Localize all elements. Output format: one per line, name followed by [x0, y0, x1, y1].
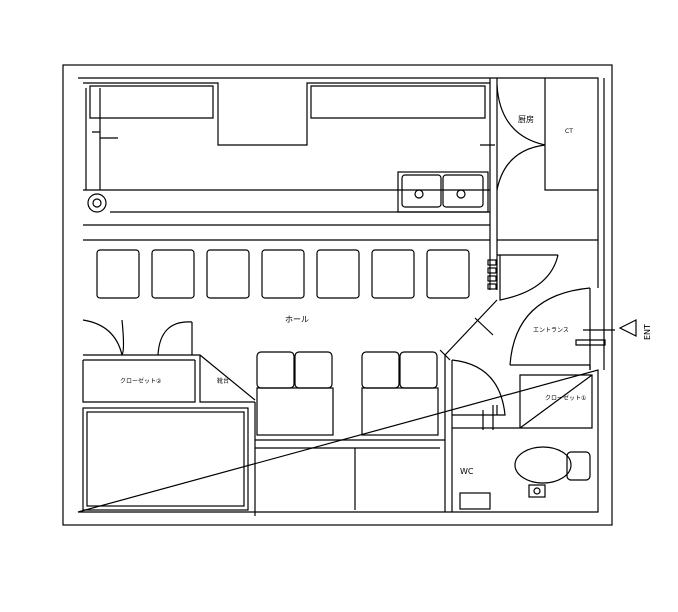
entrance-door[interactable]	[509, 287, 591, 370]
back-counter	[83, 82, 490, 146]
label-stand: 靴台	[217, 377, 229, 385]
storage-box	[82, 407, 249, 511]
sink	[397, 171, 489, 213]
drain-icon	[414, 189, 424, 199]
paper-holder	[528, 484, 546, 498]
storage-box-inner	[86, 411, 245, 507]
wc-door[interactable]	[451, 359, 506, 416]
stool	[96, 249, 140, 299]
label-closet-1: クローゼット①	[545, 394, 586, 402]
label-entrance: エントランス	[533, 327, 569, 334]
outer-wall	[62, 64, 613, 526]
stool	[316, 249, 360, 299]
wc-fixtures	[482, 405, 498, 430]
kitchen-wall	[489, 78, 598, 290]
shelf	[89, 85, 486, 119]
label-hall: ホール	[285, 315, 309, 324]
inner-wall	[77, 77, 599, 513]
outlet-icons	[487, 259, 497, 290]
stool	[261, 249, 305, 299]
sink-basin-right	[442, 174, 484, 208]
label-ct: CT	[565, 128, 573, 135]
wc-wall	[444, 355, 593, 512]
sofa-right	[361, 351, 439, 436]
door-swing[interactable]	[499, 254, 559, 301]
wash-basin	[459, 492, 491, 510]
toilet	[514, 446, 572, 484]
kitchen-fixtures	[85, 88, 495, 190]
label-wc: WC	[460, 467, 474, 476]
trash-inner	[92, 198, 102, 208]
label-kitchen: 厨房	[518, 114, 534, 124]
entry-arrow-icon	[618, 319, 637, 337]
drain-icon	[456, 189, 466, 199]
bench	[254, 402, 445, 516]
trash-icon	[87, 193, 107, 213]
closet-doors[interactable]	[82, 319, 193, 356]
sofa-left	[256, 351, 334, 436]
sink-basin-left	[401, 174, 442, 208]
stool	[206, 249, 250, 299]
paper-icon	[533, 487, 541, 495]
stool	[371, 249, 415, 299]
label-closet-2: クローゼット②	[120, 377, 162, 385]
diagonal-door[interactable]	[439, 299, 498, 361]
label-ent: ENT	[643, 324, 652, 340]
kitchen-door[interactable]	[496, 84, 546, 191]
bar-counter	[83, 189, 490, 241]
stool	[151, 249, 195, 299]
toilet-tank	[566, 451, 591, 481]
entrance-step	[575, 329, 615, 346]
entrance-wall	[589, 78, 605, 370]
stool	[426, 249, 470, 299]
stool-row	[96, 249, 470, 299]
closet-2	[82, 354, 256, 403]
